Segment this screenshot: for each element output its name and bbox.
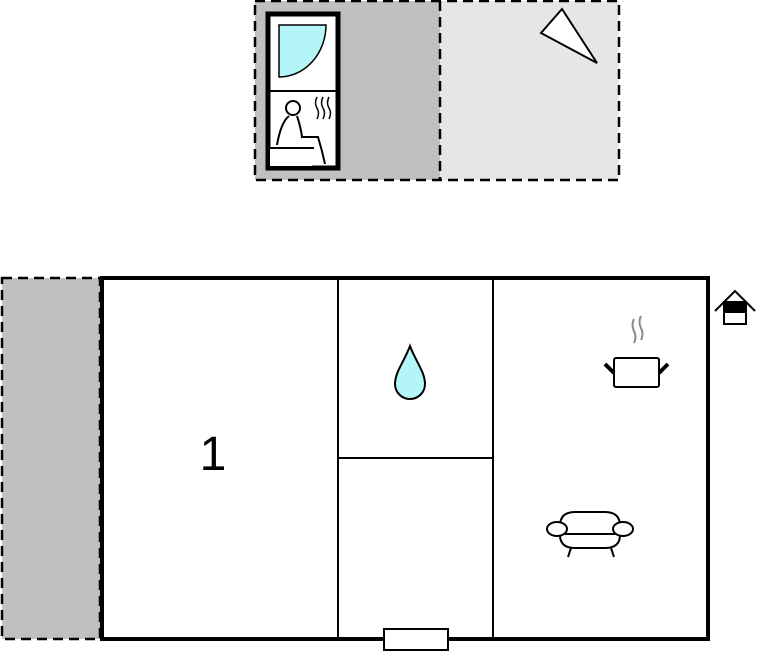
shower-icon (278, 24, 327, 78)
bedroom-label: 1 (200, 428, 227, 481)
north-arrow-icon (539, 7, 598, 64)
sofa-icon (546, 511, 634, 558)
sauna-icon (270, 96, 332, 166)
main-building: 1 (0, 276, 756, 651)
open-terrace (440, 1, 619, 180)
annex-building (253, 0, 621, 182)
window-icon (383, 628, 449, 651)
entrance-icon (714, 289, 756, 325)
annex-dashed-outline (253, 0, 621, 182)
side-terrace (0, 276, 102, 641)
cooking-pot-icon (603, 315, 670, 388)
water-drop-icon (393, 343, 427, 400)
